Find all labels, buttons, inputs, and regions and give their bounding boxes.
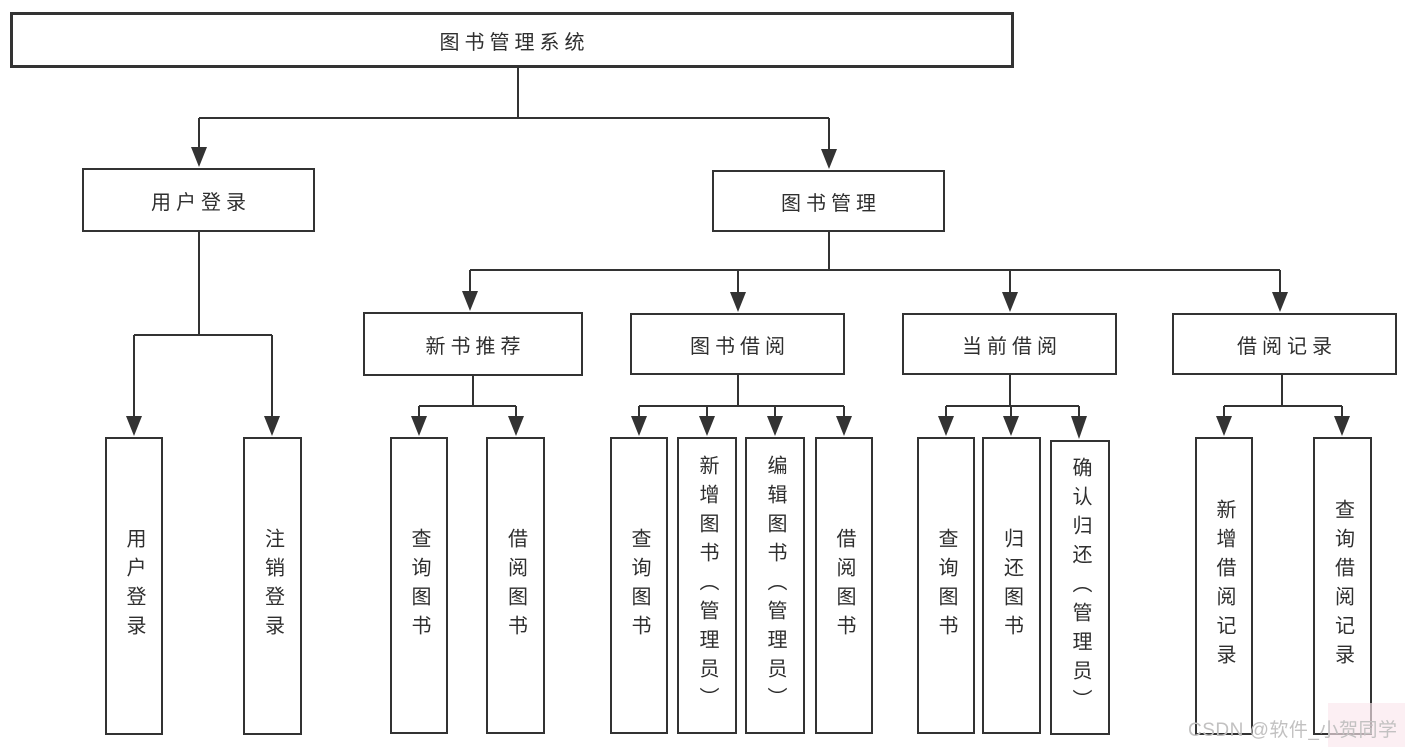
node-leaf-user-login: 用户登录 [105, 437, 163, 735]
node-current-borrowing-label: 当前借阅 [962, 335, 1062, 358]
connector-current-borrowing [945, 374, 1080, 419]
watermark-text: CSDN @软件_小贺同学 [1188, 720, 1398, 741]
node-leaf-query-borrow-record-label: 查询借阅记录 [1331, 499, 1354, 673]
node-leaf-borrow-books-1: 借阅图书 [486, 437, 545, 734]
connector-borrowing-records [1223, 374, 1343, 419]
node-library-system-label: 图书管理系统 [439, 31, 590, 54]
node-user-login: 用户登录 [82, 168, 315, 232]
node-book-management-label: 图书管理 [781, 192, 881, 215]
node-book-management: 图书管理 [712, 170, 945, 232]
node-leaf-add-books-admin: 新增图书（管理员） [677, 437, 737, 734]
node-leaf-confirm-return-admin-label: 确认归还（管理员） [1069, 457, 1091, 718]
node-new-book-recommend-label: 新书推荐 [425, 335, 526, 358]
node-book-borrowing-label: 图书借阅 [690, 335, 790, 358]
node-leaf-borrow-books-1-label: 借阅图书 [504, 527, 527, 644]
node-borrowing-records-label: 借阅记录 [1237, 335, 1337, 358]
node-leaf-user-login-label: 用户登录 [123, 528, 145, 644]
connector-new-book-recommend [418, 376, 517, 419]
node-leaf-confirm-return-admin: 确认归还（管理员） [1050, 440, 1110, 735]
connector-book-management [469, 232, 1281, 295]
watermark-tint [1328, 703, 1405, 747]
node-borrowing-records: 借阅记录 [1172, 313, 1397, 375]
node-leaf-query-books-1-label: 查询图书 [408, 527, 430, 644]
node-leaf-logout-label: 注销登录 [261, 528, 284, 644]
node-leaf-edit-books-admin: 编辑图书（管理员） [745, 437, 805, 734]
node-leaf-borrow-books-2-label: 借阅图书 [833, 527, 855, 644]
node-leaf-query-books-3-label: 查询图书 [935, 527, 957, 644]
node-leaf-query-borrow-record: 查询借阅记录 [1313, 437, 1372, 735]
arrowheads [126, 147, 1350, 439]
connector-user-login [133, 232, 273, 419]
connector-root [198, 68, 830, 152]
node-new-book-recommend: 新书推荐 [363, 312, 583, 376]
node-leaf-add-books-admin-label: 新增图书（管理员） [696, 455, 718, 716]
node-leaf-logout: 注销登录 [243, 437, 302, 735]
node-leaf-query-books-2: 查询图书 [610, 437, 668, 734]
node-leaf-return-books: 归还图书 [982, 437, 1041, 734]
node-leaf-add-borrow-record-label: 新增借阅记录 [1213, 499, 1235, 673]
node-leaf-query-books-1: 查询图书 [390, 437, 448, 734]
node-book-borrowing: 图书借阅 [630, 313, 845, 375]
node-user-login-label: 用户登录 [151, 191, 251, 214]
node-library-system: 图书管理系统 [10, 12, 1014, 68]
node-leaf-query-books-3: 查询图书 [917, 437, 975, 734]
node-leaf-borrow-books-2: 借阅图书 [815, 437, 873, 734]
node-leaf-return-books-label: 归还图书 [1000, 527, 1023, 644]
node-leaf-query-books-2-label: 查询图书 [628, 527, 650, 644]
connector-book-borrowing [638, 374, 845, 419]
node-leaf-edit-books-admin-label: 编辑图书（管理员） [764, 455, 786, 716]
node-leaf-add-borrow-record: 新增借阅记录 [1195, 437, 1253, 735]
node-current-borrowing: 当前借阅 [902, 313, 1117, 375]
